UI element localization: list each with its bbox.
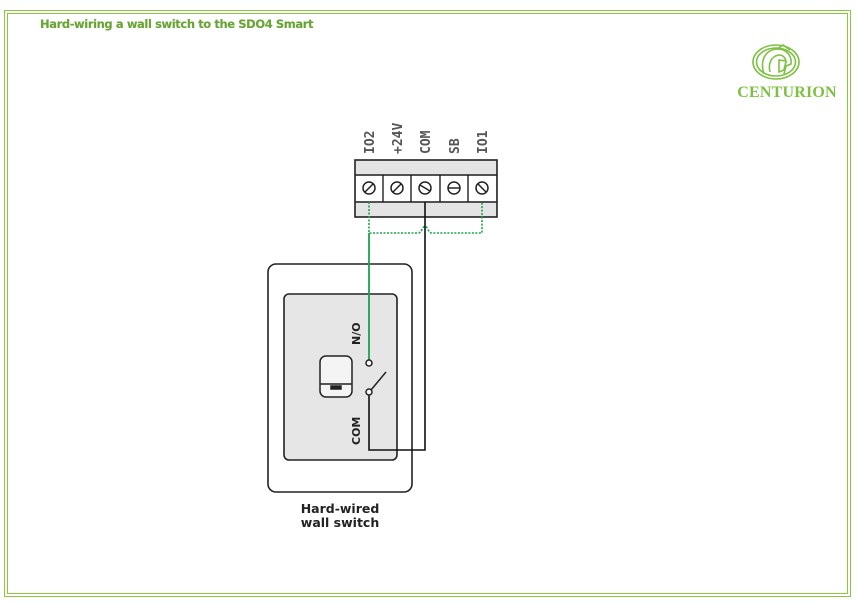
screw-slot-icon (362, 181, 376, 195)
terminal-label-io1: IO1 (476, 130, 491, 154)
page-title: Hard-wiring a wall switch to the SDO4 Sm… (40, 17, 314, 31)
switch-lever (370, 371, 387, 391)
inner-frame (7, 13, 848, 594)
screw-slot-icon (390, 181, 404, 195)
outer-frame (4, 10, 851, 597)
terminal-label-io2: IO2 (363, 131, 378, 154)
caption-line-2: wall switch (300, 515, 380, 530)
screw-slot-icon (475, 181, 489, 195)
com-contact (365, 388, 373, 396)
centurion-logo-text: CENTURION (737, 84, 837, 101)
caption-line-1: Hard-wired (300, 501, 380, 516)
screw-slot-icon (447, 181, 461, 195)
no-contact (365, 359, 373, 367)
screw-slot-icon (418, 181, 432, 195)
optional-link-wire (368, 202, 483, 234)
no-label: N/O (350, 322, 363, 345)
terminal-label-com: COM (419, 130, 434, 154)
com-wire (368, 202, 426, 451)
centurion-helmet-icon (752, 44, 800, 80)
terminal-label-24v: +24V (391, 123, 406, 154)
terminal-label-sb: SB (448, 138, 463, 154)
terminal-labels: IO2 +24V COM SB IO1 (363, 123, 491, 154)
rocker-button-icon (319, 355, 353, 398)
switch-caption: Hard-wired wall switch (270, 502, 410, 530)
com-label: COM (350, 417, 363, 445)
